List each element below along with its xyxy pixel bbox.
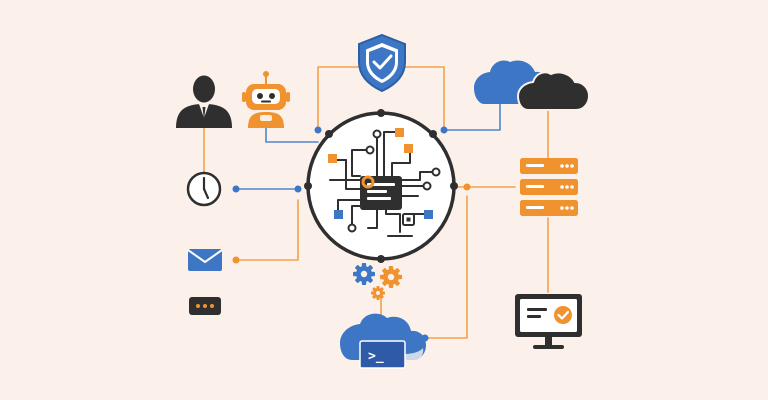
hub-ring-node: [377, 255, 385, 263]
shield-check-icon: [358, 33, 406, 93]
hub-ring-node: [450, 182, 458, 190]
mail-icon: [187, 249, 223, 271]
hub-ring-node: [429, 130, 437, 138]
clock-icon: [186, 171, 222, 207]
terminal-prompt: >_: [368, 349, 384, 364]
dot: [463, 183, 471, 191]
connector-mail: [235, 199, 299, 261]
dot: [232, 256, 240, 264]
connector-terminal: [424, 195, 468, 339]
hub-ring-node: [377, 109, 385, 117]
connector-shield-right: [405, 66, 445, 131]
dot: [232, 185, 240, 193]
robot-icon: [242, 71, 290, 128]
circuit-hub-icon: [304, 109, 458, 263]
server-stack-icon: [520, 158, 578, 216]
gears-icon: [353, 263, 402, 300]
connector-cloud-top: [445, 99, 501, 131]
hub-ring-node: [304, 182, 312, 190]
connector-robot: [265, 127, 319, 143]
hub-ring-node: [325, 130, 333, 138]
dot: [440, 126, 448, 134]
dot: [294, 185, 302, 193]
connector-shield-left: [317, 66, 359, 131]
cloud-dark-icon: [516, 71, 591, 111]
cloud-terminal-icon: >_: [340, 313, 426, 369]
password-field-icon: [189, 297, 221, 315]
connector-dots: [232, 126, 471, 342]
dot: [314, 126, 322, 134]
user-icon: [176, 75, 232, 128]
monitor-check-icon: [515, 294, 582, 349]
